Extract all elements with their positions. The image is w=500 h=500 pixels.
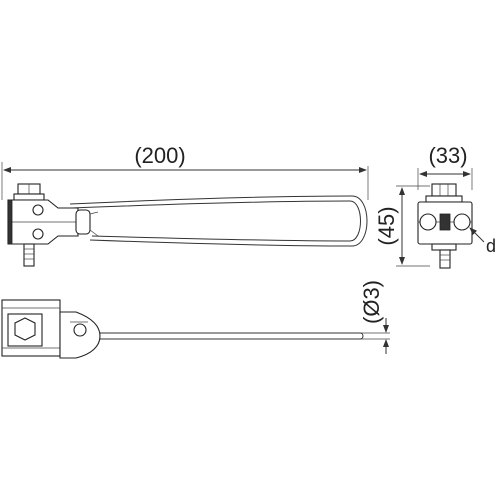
wire-loop-outer [69, 195, 368, 247]
length-dimension-label: (200) [134, 143, 185, 168]
end-bolt-head [431, 183, 457, 197]
width-dimension-label: (33) [428, 143, 467, 168]
wedge-tail [75, 209, 91, 235]
height-dimension-label: (45) [374, 206, 399, 245]
eyelet-hole [73, 323, 87, 337]
wire-diameter-label: (Ø3) [359, 280, 384, 324]
end-threaded-stud [439, 249, 451, 269]
cable-slot-right [453, 213, 471, 231]
end-view: (33) (45) d [374, 143, 496, 269]
cable-diameter-label: d [486, 236, 496, 256]
washer-top [13, 193, 45, 201]
d-leader-line [469, 227, 485, 243]
side-view: (200) [1, 143, 369, 267]
cable-slot-left [419, 213, 437, 231]
wire-loop-inner [71, 200, 361, 242]
clamp-edge [7, 199, 13, 245]
hex-bolt [14, 317, 36, 341]
top-view: (Ø3) [1, 280, 390, 359]
threaded-stud [23, 243, 35, 267]
